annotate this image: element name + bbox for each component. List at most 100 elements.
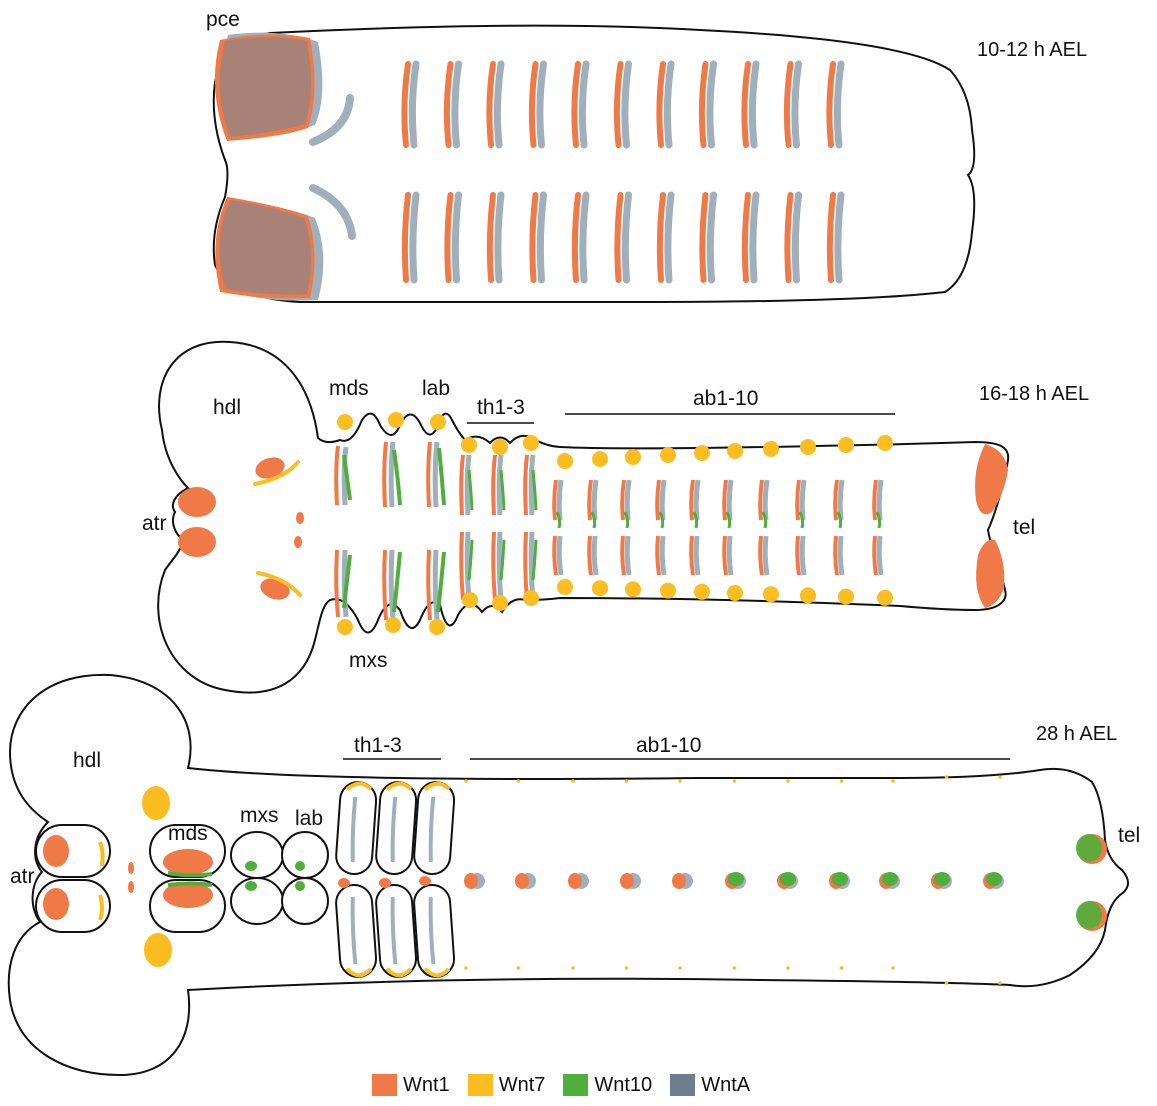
segment-8-lower-wnt1 <box>702 195 705 280</box>
ab2-stripe-upper-wnt1 <box>589 480 591 520</box>
segment-11-upper-wntA <box>837 64 841 145</box>
segment-7-lower-wnt1 <box>660 195 663 280</box>
th1-leg-lower <box>335 884 377 978</box>
label-lab-stage3: lab <box>295 807 323 830</box>
segment-3-lower-wntA <box>498 195 501 280</box>
lab-wnt10-lower <box>295 881 305 891</box>
ab5-wnt7-dot-upper <box>694 445 710 461</box>
ab5-wnt1-dot <box>672 873 686 889</box>
legend-swatch-wnt7 <box>468 1074 493 1096</box>
ab9-wnt7-dot-upper <box>891 779 895 783</box>
ab7-wnt7-dot-lower <box>786 966 790 970</box>
segment-11-upper-wnt1 <box>829 64 833 145</box>
segment-3-lower-wnt1 <box>490 195 493 280</box>
stage-label-28h: 28 h AEL <box>1036 723 1117 745</box>
ab1-wnt7-dot-lower <box>557 579 573 595</box>
th1-wnt1-dot <box>338 878 350 888</box>
atr-wnt1-lower <box>178 527 216 557</box>
legend-label-wntA: WntA <box>701 1074 750 1097</box>
ab1-stripe-upper-wnt1 <box>554 480 556 520</box>
th3-stripe-lower-wnt1 <box>525 532 527 600</box>
ab4-wnt7-dot-lower <box>660 583 676 599</box>
segment-5-lower-wntA <box>583 195 586 280</box>
segment-7-upper-wnt1 <box>659 64 663 145</box>
label-th-stage3: th1-3 <box>354 734 402 757</box>
ab2-wnt7-dot-lower <box>592 580 608 596</box>
panel-10-12h: pce 10-12 h AEL <box>206 8 1087 302</box>
th3-leg-upper <box>413 781 455 875</box>
lab-wnt7-dot-lower <box>429 619 445 635</box>
ab11-wnt7-dot-lower <box>998 981 1002 985</box>
ab3-stripe-lower-wntA <box>627 536 629 575</box>
th1-wnt7-dot-lower <box>462 592 478 608</box>
ab8-wnt10-dot <box>832 872 848 886</box>
th2-wnt7-dot-upper <box>492 439 508 455</box>
th3-stripe-upper-wnt1 <box>525 455 527 515</box>
segment-8-upper-wnt1 <box>702 64 706 145</box>
mxs-limb-lower <box>231 878 283 924</box>
stomodeum-dot-1 <box>296 512 304 524</box>
hdl-wnt7-upper-s3 <box>142 786 170 820</box>
ab6-stripe-lower-wnt1 <box>724 536 726 575</box>
mds-stripe-lower-wnt1 <box>336 550 338 617</box>
th1-stripe-upper-wnt1 <box>461 455 463 515</box>
ab10-wnt10-dot <box>934 872 950 886</box>
atr-wnt1-lower-s3 <box>43 888 69 920</box>
segment-10-lower-wntA <box>795 195 798 280</box>
ab8-wnt7-dot-upper <box>800 439 816 455</box>
ab1-stripe-lower-wnt1 <box>554 536 556 575</box>
lab-stripe-upper-wntA <box>435 442 437 507</box>
tel-wnt10-upper-s3 <box>1076 834 1102 862</box>
mxs-stripe-upper-wnt1 <box>384 442 386 507</box>
segment-1-upper-wntA <box>412 64 416 145</box>
label-pce: pce <box>206 8 240 31</box>
ab5-wnt7-dot-upper <box>678 779 682 783</box>
mds-wnt7-dot-upper <box>337 414 353 430</box>
ab8-wnt7-dot-lower <box>840 966 844 970</box>
lab-limb-upper <box>282 832 328 878</box>
ab10-stripe-upper-wnt1 <box>874 480 876 520</box>
ab3-wnt7-dot-upper <box>571 779 575 783</box>
legend-item-wnt10: Wnt10 <box>563 1074 652 1097</box>
ab5-stripe-upper-wnt1 <box>691 480 693 520</box>
ab6-stripe-upper-wnt1 <box>724 480 726 520</box>
ab9-stripe-lower-wntA <box>840 536 842 575</box>
ab6-wnt7-dot-lower <box>727 585 743 601</box>
segment-6-upper-wntA <box>625 64 629 145</box>
label-th-stage2: th1-3 <box>477 396 525 419</box>
segment-11-lower-wntA <box>838 195 841 280</box>
ab5-wnt7-dot-lower <box>694 584 710 600</box>
lab-limb-lower <box>282 878 328 924</box>
ab2-wnt7-dot-upper <box>592 451 608 467</box>
ab10-stripe-lower-wnt1 <box>874 536 876 575</box>
th3-wnt7-dot-lower <box>523 590 539 606</box>
ab9-wnt7-dot-upper <box>838 437 854 453</box>
th3-leg-lower <box>413 884 455 978</box>
ab6-wnt7-dot-upper <box>727 443 743 459</box>
ab5-stripe-lower-wnt1 <box>691 536 693 575</box>
stage-label-16-18h: 16-18 h AEL <box>979 383 1089 405</box>
ab4-wnt7-dot-lower <box>625 966 629 970</box>
ab4-stripe-lower-wntA <box>662 536 664 575</box>
stomodeum-dot-s3-2 <box>128 881 134 893</box>
label-atr-stage2: atr <box>142 512 167 535</box>
ab9-wnt10-dot <box>882 872 898 886</box>
segment-5-lower-wnt1 <box>575 195 578 280</box>
mds-wnt7-dot-lower <box>337 619 353 635</box>
th2-wnt7-dot-lower <box>492 595 508 611</box>
mxs-wnt7-dot-upper <box>388 412 404 428</box>
segment-2-upper-wntA <box>455 64 459 145</box>
mds-wnt10-upper <box>168 873 212 875</box>
ab4-wnt7-dot-upper <box>625 779 629 783</box>
ab9-wnt7-dot-lower <box>891 966 895 970</box>
segment-11-lower-wnt1 <box>830 195 833 280</box>
stage-label-10-12h: 10-12 h AEL <box>977 39 1087 61</box>
ab8-stripe-lower-wntA <box>802 536 804 575</box>
stomodeum-dot-2 <box>294 536 302 548</box>
stomodeum-dot-s3-1 <box>128 862 134 874</box>
ab3-stripe-lower-wnt1 <box>622 536 624 575</box>
segment-6-upper-wnt1 <box>617 64 621 145</box>
label-tel-stage3: tel <box>1118 824 1140 847</box>
mds-wnt1-upper <box>163 849 213 875</box>
